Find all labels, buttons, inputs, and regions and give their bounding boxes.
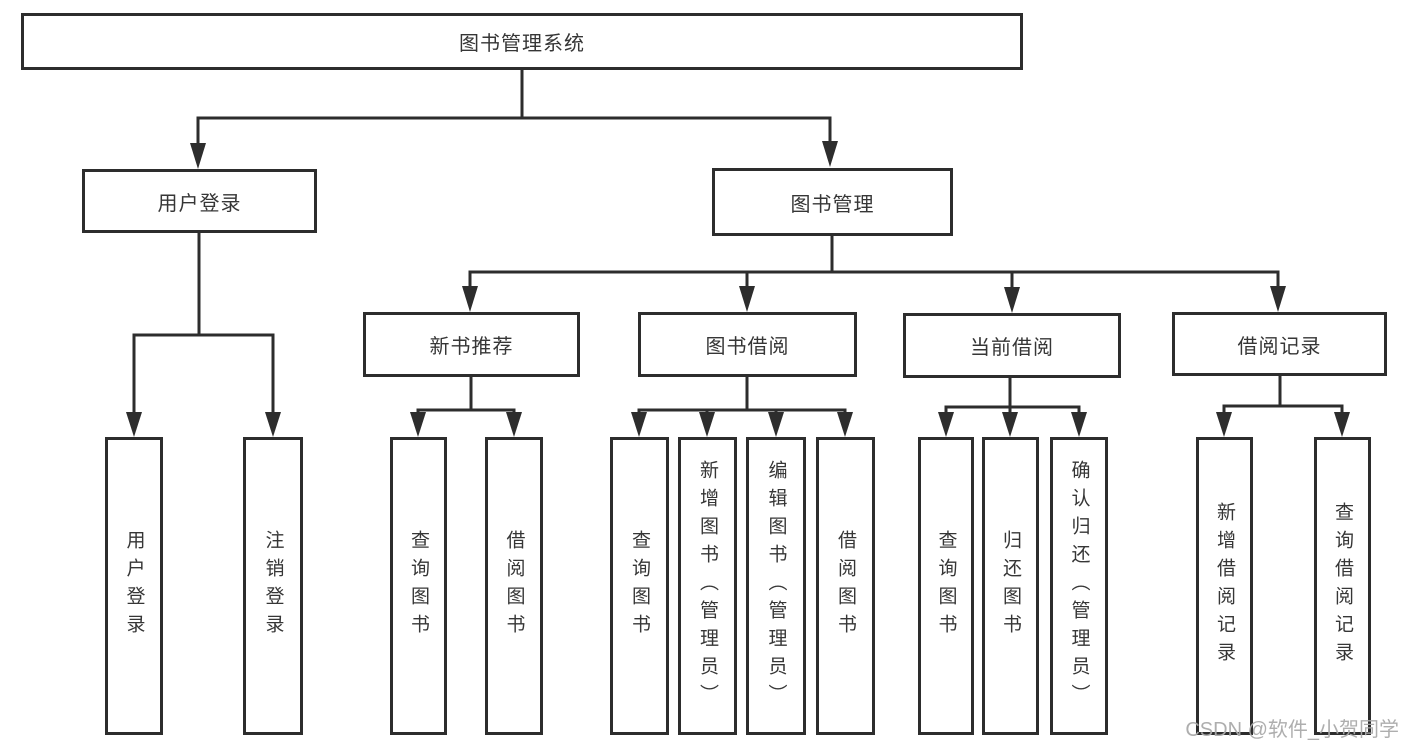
leaf-confirm-return-admin: 确认归还（管理员）: [1050, 437, 1108, 735]
leaf-add-book-admin: 新增图书（管理员）: [678, 437, 737, 735]
leaf-borrow-books-borrowing: 借阅图书: [816, 437, 875, 735]
node-book-borrowing: 图书借阅: [638, 312, 857, 377]
leaf-logout: 注销登录: [243, 437, 303, 735]
node-book-management: 图书管理: [712, 168, 953, 236]
node-current-borrowing: 当前借阅: [903, 313, 1121, 378]
leaf-query-books-current: 查询图书: [918, 437, 974, 735]
csdn-watermark: CSDN @软件_小贺同学: [1185, 719, 1399, 741]
leaf-user-login: 用户登录: [105, 437, 163, 735]
node-user-login: 用户登录: [82, 169, 317, 233]
leaf-query-books-borrowing: 查询图书: [610, 437, 669, 735]
leaf-query-borrow-record: 查询借阅记录: [1314, 437, 1371, 735]
leaf-edit-book-admin: 编辑图书（管理员）: [746, 437, 806, 735]
node-borrowing-records: 借阅记录: [1172, 312, 1387, 376]
leaf-add-borrow-record: 新增借阅记录: [1196, 437, 1253, 735]
leaf-query-books-recommend: 查询图书: [390, 437, 447, 735]
leaf-return-book: 归还图书: [982, 437, 1039, 735]
leaf-borrow-books-recommend: 借阅图书: [485, 437, 543, 735]
node-root: 图书管理系统: [21, 13, 1023, 70]
node-new-book-recommend: 新书推荐: [363, 312, 580, 377]
